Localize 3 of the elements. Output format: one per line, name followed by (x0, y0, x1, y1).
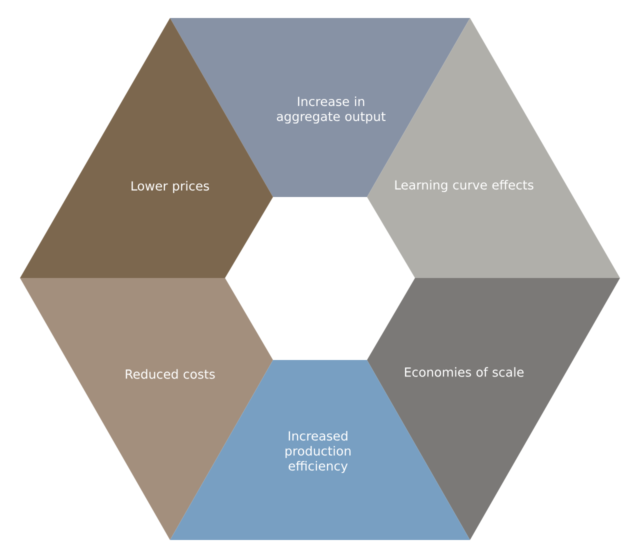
hexagon-segment: Economies of scale (367, 278, 620, 540)
hexagon-segment: Lower prices (20, 18, 273, 278)
hexagon-segment: Reduced costs (20, 278, 273, 540)
